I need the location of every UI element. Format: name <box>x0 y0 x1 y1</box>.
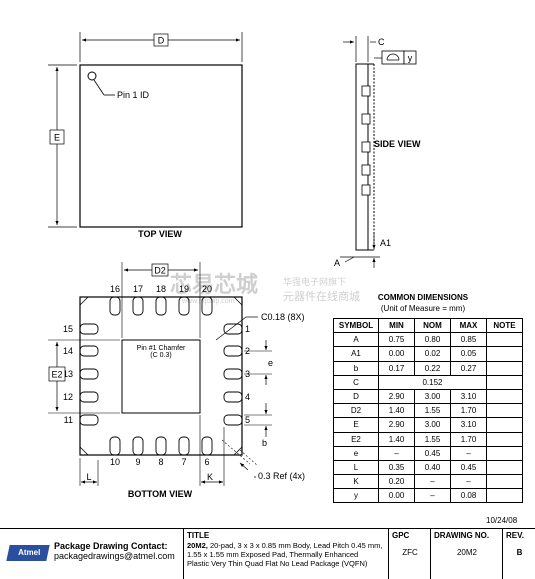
package-drawing: 芯易芯城 www.hqchip.com 华强电子网旗下 元器件在线商城 Pin … <box>48 32 421 499</box>
watermark-cn3: 元器件在线商城 <box>283 289 360 303</box>
col-header: MAX <box>450 317 487 334</box>
chamfer-note: C0.18 (8X) <box>261 312 305 322</box>
rev-cell: REV. B <box>502 529 535 579</box>
watermark-cn2: 华强电子网旗下 <box>283 276 346 287</box>
title-block: Atmel Package Drawing Contact: packagedr… <box>0 528 535 579</box>
pin-chamfer-value: (C 0.3) <box>150 352 171 359</box>
pin-number: 10 <box>110 457 120 467</box>
watermark: 芯易芯城 www.hqchip.com 华强电子网旗下 元器件在线商城 <box>170 272 360 305</box>
top-view: Pin 1 ID D E TOP VIEW <box>48 32 243 239</box>
flatness-label: y <box>408 53 413 63</box>
contact-email[interactable]: packagedrawings@atmel.com <box>54 551 175 561</box>
watermark-url: www.hqchip.com <box>181 298 235 305</box>
bottom-view-body <box>79 296 243 456</box>
bottom-view-title: BOTTOM VIEW <box>128 489 193 499</box>
pin-number: 17 <box>133 284 143 294</box>
dim-a-label: A <box>334 258 340 268</box>
top-view-body <box>79 64 243 228</box>
title-code: 20M2, <box>187 541 208 550</box>
pin1-marker <box>87 71 97 81</box>
pin-number: 15 <box>63 324 73 334</box>
dim-e2-label: E2 <box>51 370 62 380</box>
dim-b-label: b <box>262 438 267 448</box>
col-header: NOM <box>414 317 451 334</box>
drawing-date: 10/24/08 <box>486 516 518 525</box>
col-header: MIN <box>378 317 415 334</box>
table-header-row: SYMBOL MIN NOM MAX NOTE <box>333 317 523 334</box>
pin-number: 4 <box>245 392 250 402</box>
pin-number: 18 <box>156 284 166 294</box>
ref-note: 0.3 Ref (4x) <box>258 471 305 481</box>
top-view-title: TOP VIEW <box>138 229 182 239</box>
pin1-label: Pin 1 ID <box>117 90 150 100</box>
title-line3: Plastic Very Thin Quad Flat No Lead Pack… <box>187 559 368 568</box>
pin-number: 8 <box>158 457 163 467</box>
title-line1: 20-pad, 3 x 3 x 0.85 mm Body, Lead Pitch… <box>209 541 383 550</box>
pin-number: 1 <box>245 324 250 334</box>
contact-title: Package Drawing Contact: <box>54 541 168 551</box>
pin-number: 13 <box>63 369 73 379</box>
title-label: TITLE <box>187 531 210 540</box>
title-cell: TITLE 20M2, 20-pad, 3 x 3 x 0.85 mm Body… <box>183 529 389 579</box>
rev-value: B <box>516 548 523 557</box>
pin-number: 20 <box>202 284 212 294</box>
pin-number: 16 <box>110 284 120 294</box>
pin-chamfer-note: Pin #1 Chamfer <box>137 345 186 352</box>
drawing-no-cell: DRAWING NO. 20M2 <box>430 529 503 579</box>
title-line2: 1.55 x 1.55 mm Exposed Pad, Thermally En… <box>187 550 359 559</box>
dim-a1-label: A1 <box>380 238 391 248</box>
dim-e-pitch-label: e <box>268 358 273 368</box>
table-row: e–0.45– <box>333 445 523 461</box>
dim-l-label: L <box>86 472 91 482</box>
pin-number: 6 <box>204 457 209 467</box>
dim-d2-label: D2 <box>154 266 166 276</box>
pin-number: 11 <box>64 415 73 425</box>
bottom-view: 16 17 18 19 20 10 9 8 7 6 15 14 13 12 11… <box>48 262 305 499</box>
gpc-label: GPC <box>392 531 410 540</box>
col-header: SYMBOL <box>333 317 379 334</box>
dim-e-label: E <box>54 133 60 143</box>
pin-number: 9 <box>135 457 140 467</box>
watermark-cn1: 芯易芯城 <box>170 272 258 297</box>
pin-number: 14 <box>63 346 73 356</box>
side-view-title: SIDE VIEW <box>374 139 421 149</box>
common-dims-title: COMMON DIMENSIONS <box>377 293 469 302</box>
gpc-cell: GPC ZFC <box>388 529 431 579</box>
atmel-logo: Atmel <box>6 545 50 561</box>
drawing-no-label: DRAWING NO. <box>434 531 490 540</box>
drawing-no-value: 20M2 <box>456 548 477 557</box>
rev-label: REV. <box>506 531 524 540</box>
pin-number: 5 <box>245 415 250 425</box>
col-header: NOTE <box>486 317 523 334</box>
common-dims-subtitle: (Unit of Measure = mm) <box>380 304 466 313</box>
dim-k-label: K <box>207 472 213 482</box>
exposed-pad <box>121 339 201 414</box>
gpc-value: ZFC <box>402 548 418 557</box>
side-view: C y SIDE VIEW A A1 <box>334 36 421 268</box>
pin-number: 12 <box>63 392 73 402</box>
dim-c-label: C <box>378 37 385 47</box>
pin-number: 19 <box>179 284 189 294</box>
contact-info: Package Drawing Contact: packagedrawings… <box>54 541 175 561</box>
dim-d-label: D <box>158 36 165 46</box>
pin-number: 7 <box>181 457 186 467</box>
